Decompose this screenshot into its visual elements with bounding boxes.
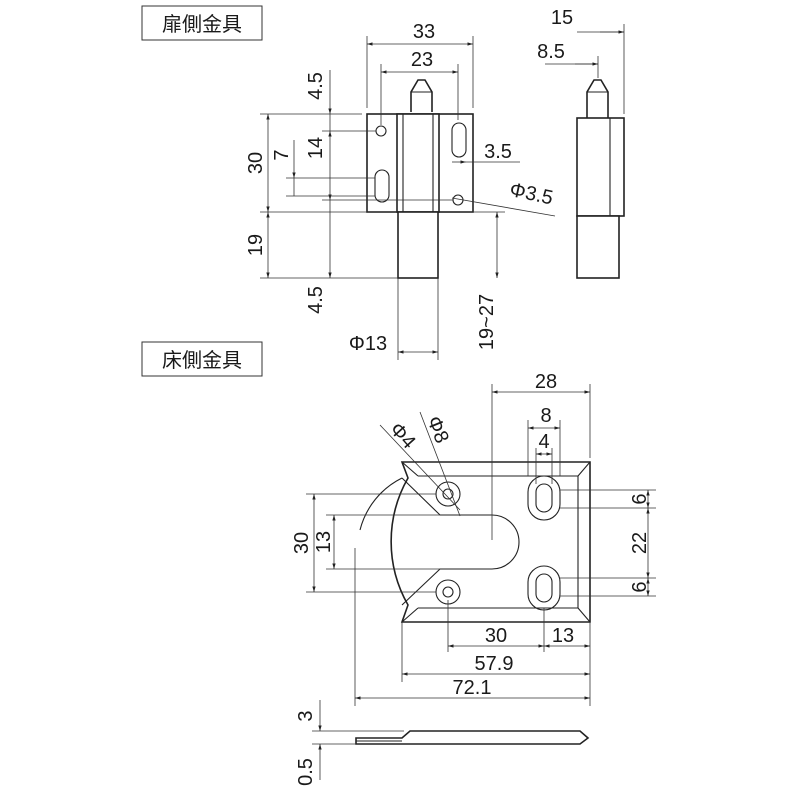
side-body <box>576 117 625 217</box>
dimension-label: Φ8 <box>422 413 453 446</box>
dimension-label: 33 <box>413 21 435 43</box>
pin-socket <box>401 477 520 606</box>
dimension-label: 7 <box>271 149 293 160</box>
dimension-label: 57.9 <box>475 653 514 675</box>
dimension-label: 22 <box>629 532 651 554</box>
dimension-label: 14 <box>305 137 327 159</box>
dimension-label: 扉側金具 <box>162 12 242 36</box>
dimension-label: 28 <box>535 371 557 393</box>
dimension-label: 8 <box>540 405 551 427</box>
dimension-label: Φ4 <box>385 419 419 454</box>
floor-plate-profile <box>355 730 590 745</box>
lower-shaft <box>397 211 439 279</box>
dimension-label: 13 <box>552 625 574 647</box>
door-side-view: 15 8.5 <box>537 7 625 279</box>
floor-plate-outline <box>390 461 591 623</box>
dimension-label: 72.1 <box>453 677 492 699</box>
dimension-label: 30 <box>291 532 313 554</box>
dimension-label: 23 <box>411 49 433 71</box>
floor-section-label: 床側金具 <box>141 341 263 377</box>
dimension-label: 4.5 <box>305 72 327 100</box>
dimension-label: 3 <box>295 710 317 721</box>
door-front-view: 33 23 30 4.5 14 7 3.5 Φ3.5 19 <box>245 21 556 360</box>
mount-slot <box>374 169 390 203</box>
floor-plan-view: 28 8 4 Φ4 Φ8 6 22 6 30 13 <box>291 371 656 706</box>
dimension-label: 15 <box>551 7 573 29</box>
dimension-label: 6 <box>629 581 651 592</box>
dimension-label: 13 <box>313 531 335 553</box>
pin-top-side <box>586 79 609 118</box>
dimension-label: 4.5 <box>305 286 327 314</box>
dimension-label: 床側金具 <box>162 348 242 372</box>
dimension-label: Φ13 <box>349 333 387 355</box>
dimension-label: 6 <box>629 493 651 504</box>
floor-side-view: 3 0.5 <box>295 700 590 786</box>
dimension-label: 4 <box>538 431 549 453</box>
dimension-label: 19 <box>245 234 267 256</box>
dimension-label: 30 <box>485 625 507 647</box>
plate-bevel <box>418 475 579 609</box>
door-section-label: 扉側金具 <box>141 5 263 41</box>
mount-slot <box>451 122 467 158</box>
dimension-label: 19~27 <box>476 294 498 350</box>
slot <box>527 475 561 521</box>
dimension-label: 8.5 <box>537 41 565 63</box>
side-shaft <box>576 215 620 279</box>
pin-top <box>410 79 433 112</box>
dimension-label: 3.5 <box>484 141 512 163</box>
dimension-label: Φ3.5 <box>508 179 555 210</box>
dimension-label: 30 <box>245 152 267 174</box>
dimension-label: 0.5 <box>295 758 317 786</box>
